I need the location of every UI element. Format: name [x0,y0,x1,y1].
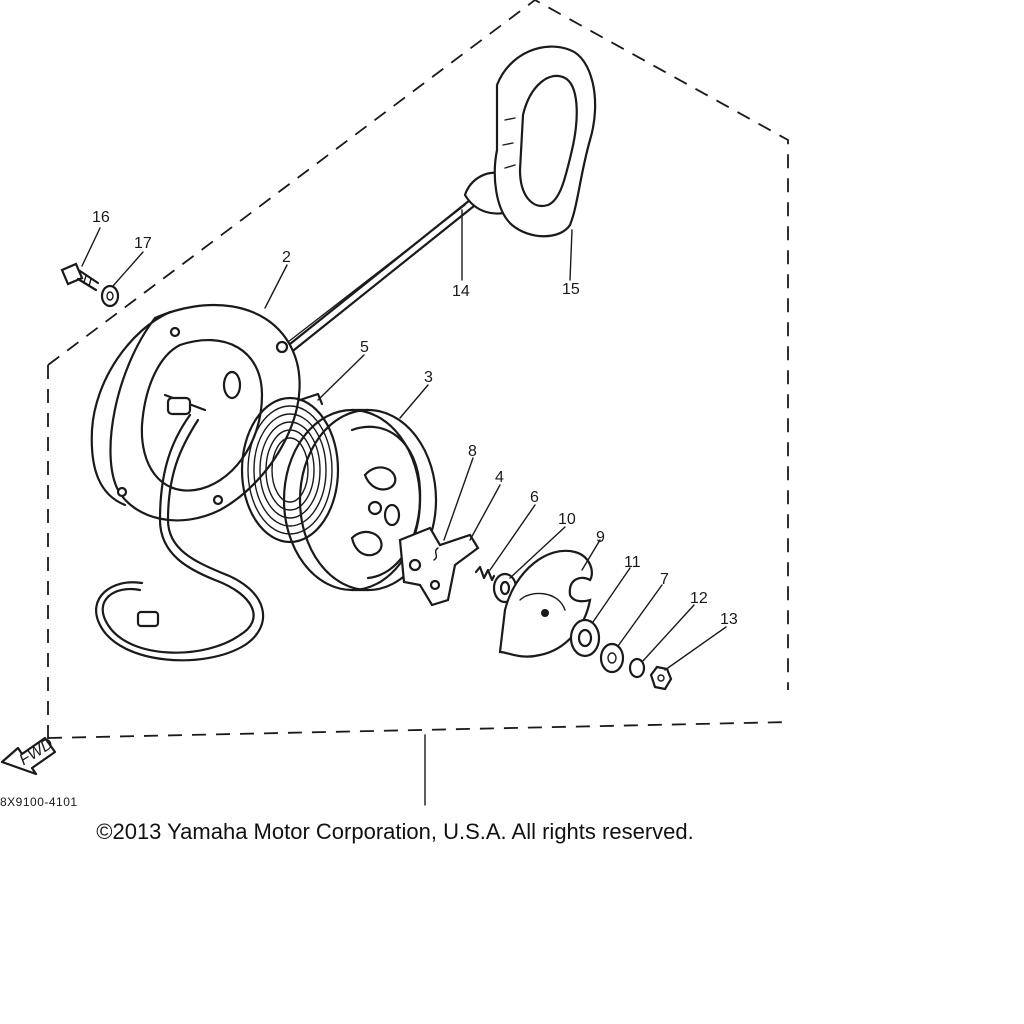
callout-14: 14 [452,283,470,300]
fwd-arrow-icon: FWD [0,735,57,776]
lock-washer-12-part [628,657,646,679]
washer-7-part [599,642,625,674]
leader-lines [81,209,727,671]
callout-4: 4 [495,469,504,486]
callout-16: 16 [92,209,110,226]
callout-8: 8 [468,443,477,460]
callout-10: 10 [558,511,576,528]
callout-6: 6 [530,489,539,506]
copyright-notice: ©2013 Yamaha Motor Corporation, U.S.A. A… [96,819,694,844]
starter-rope-part [288,198,476,352]
callout-2: 2 [282,249,291,266]
pawl-spring-part [474,565,496,582]
drive-plate-part [498,549,593,658]
washer-11-part [569,618,601,658]
pawl-part [398,526,480,607]
callout-17: 17 [134,235,152,252]
callout-numbers: 16 17 2 5 3 8 4 6 10 9 11 7 12 13 14 15 [92,209,738,628]
callout-12: 12 [690,590,708,607]
spiral-spring-part [240,392,340,544]
nut-13-part [649,665,673,691]
callout-11: 11 [624,554,641,571]
callout-5: 5 [360,339,369,356]
callout-13: 13 [720,611,738,628]
bolt-16-part [60,262,100,292]
callout-3: 3 [424,369,433,386]
sheave-drum-part [282,408,438,592]
assembly-boundary [47,0,791,806]
callout-9: 9 [596,529,605,546]
starter-handle-part [463,45,597,238]
starter-case-part [90,204,466,522]
callout-15: 15 [562,281,580,298]
callout-7: 7 [660,571,669,588]
diagram-code: 8X9100-4101 [0,795,78,809]
washer-17-part [100,284,120,308]
stop-switch-cable-part [95,393,265,662]
